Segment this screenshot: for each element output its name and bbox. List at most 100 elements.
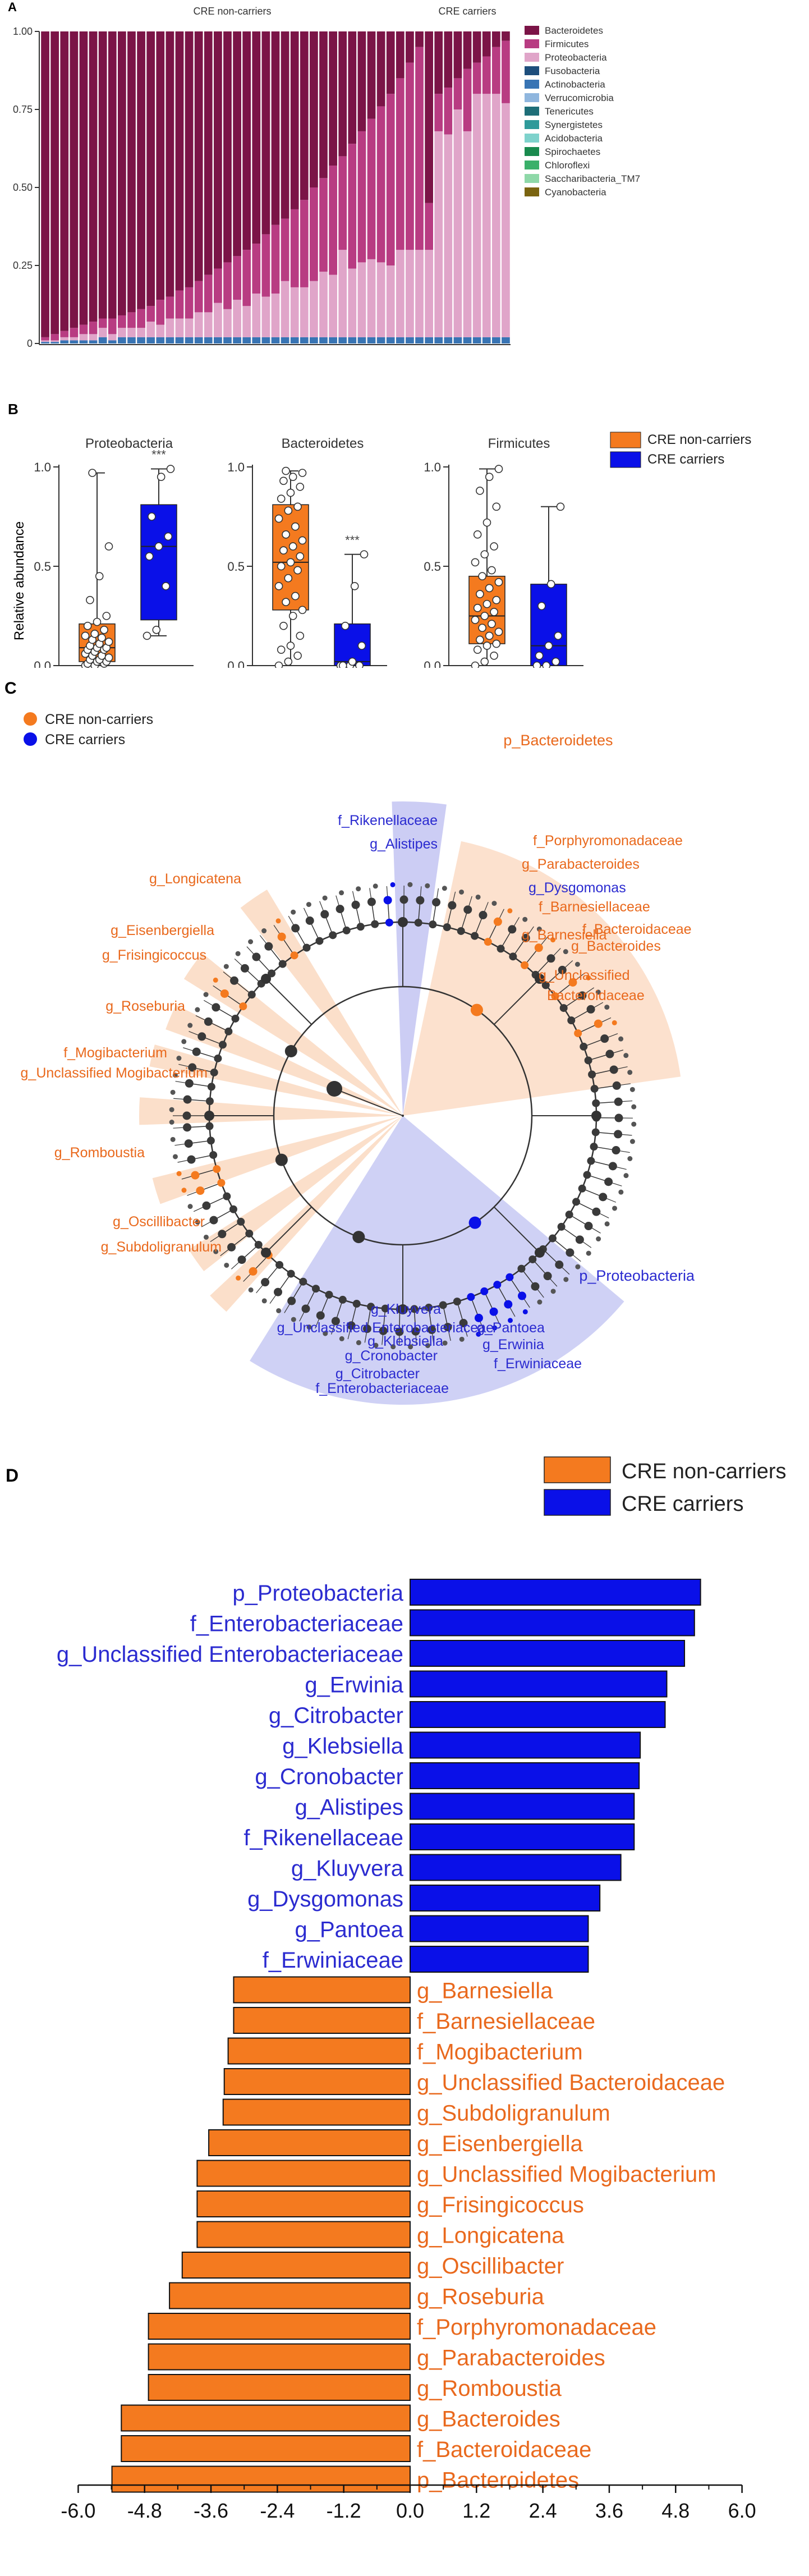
firmicutes-segment (300, 200, 309, 287)
other-segment (252, 337, 260, 343)
data-point (534, 662, 541, 668)
tree-node (416, 896, 424, 905)
tree-node (630, 1087, 635, 1092)
panel-label: C (4, 679, 17, 698)
proteobacteria-segment (99, 328, 107, 337)
proteobacteria-segment (300, 287, 309, 337)
data-point (299, 537, 306, 544)
tree-node (471, 1004, 483, 1016)
firmicutes-segment (291, 209, 299, 287)
firmicutes-segment (492, 47, 500, 94)
clade-label: g_Longicatena (149, 871, 241, 887)
tree-node (291, 910, 296, 915)
bar-label: g_Unclassified Mogibacterium (417, 2162, 716, 2187)
bacteroidetes-segment (482, 31, 491, 56)
other-segment (108, 340, 117, 343)
bacteroidetes-segment (89, 31, 98, 322)
tree-node (183, 1123, 191, 1131)
data-point (490, 608, 498, 616)
bar-label: p_Bacteroidetes (417, 2468, 579, 2493)
legend-swatch (525, 187, 539, 196)
tree-node (547, 954, 555, 962)
data-point (486, 473, 493, 480)
tree-node (384, 896, 392, 904)
tree-node (555, 1261, 563, 1269)
proteobacteria-segment (463, 131, 472, 337)
tree-node (623, 1173, 628, 1178)
tree-node (219, 1041, 227, 1049)
data-point (278, 563, 285, 570)
tree-node (327, 1081, 342, 1097)
bacteroidetes-segment (396, 31, 404, 78)
other-segment (118, 337, 126, 343)
bar-label: g_Unclassified Bacteroidaceae (417, 2070, 725, 2095)
tree-node (484, 938, 492, 946)
bacteroidetes-segment (338, 31, 347, 156)
firmicutes-segment (348, 144, 356, 268)
tree-node (563, 1277, 568, 1282)
proteobacteria-segment (233, 300, 241, 337)
other-segment (195, 337, 203, 343)
other-segment (492, 337, 500, 343)
proteobacteria-segment (329, 275, 337, 337)
other-segment (291, 337, 299, 343)
noncarrier-bar (233, 1977, 410, 2003)
tree-node (549, 1235, 557, 1243)
noncarrier-bar (197, 2222, 410, 2248)
firmicutes-segment (242, 250, 251, 306)
data-point (164, 533, 172, 540)
tree-node (522, 917, 527, 922)
data-point (282, 598, 289, 606)
tree-node (574, 1029, 582, 1037)
proteobacteria-segment (502, 103, 510, 337)
tree-node (302, 1304, 310, 1313)
data-point (474, 604, 481, 612)
tree-node (425, 883, 430, 888)
bacteroidetes-segment (425, 31, 433, 203)
legend-label: Proteobacteria (545, 52, 607, 63)
bacteroidetes-segment (387, 31, 395, 94)
firmicutes-segment (473, 63, 481, 94)
tree-node (236, 1276, 241, 1281)
other-segment (233, 337, 241, 343)
tree-node (594, 1020, 603, 1028)
tree-node (329, 931, 337, 939)
other-segment (146, 337, 155, 343)
clade-label: f_Bacteroidaceae (582, 922, 692, 937)
tree-node (204, 1017, 213, 1026)
bacteroidetes-segment (415, 31, 424, 47)
data-point (543, 662, 550, 668)
clade-label: f_Erwiniaceae (494, 1356, 582, 1372)
significance-marker: *** (151, 448, 166, 462)
clade-label: p_Bacteroidetes (503, 732, 613, 749)
data-point (294, 652, 301, 659)
legend-label: CRE non-carriers (622, 1460, 787, 1483)
tree-node (463, 905, 472, 914)
tree-node (241, 964, 249, 973)
data-point (86, 597, 94, 604)
firmicutes-segment (204, 275, 213, 313)
other-segment (473, 337, 481, 343)
other-segment (454, 337, 462, 343)
bacteroidetes-segment (291, 31, 299, 209)
other-segment (281, 337, 289, 343)
data-point (493, 597, 500, 604)
data-point (287, 642, 295, 649)
data-point (94, 618, 101, 626)
x-tick-label: -2.4 (260, 2499, 295, 2522)
tree-node (320, 910, 329, 919)
bar-label: g_Longicatena (417, 2224, 564, 2248)
proteobacteria-segment (146, 322, 155, 337)
data-point (289, 612, 297, 620)
proteobacteria-segment (137, 328, 145, 337)
data-point (488, 620, 495, 627)
tree-node (566, 1211, 573, 1218)
clade-label: g_Erwinia (482, 1337, 544, 1353)
data-point (548, 580, 555, 588)
y-tick-label: 0.0 (227, 659, 245, 668)
tree-node (336, 905, 344, 913)
bacteroidetes-segment (473, 31, 481, 63)
clade-label: Bacteroidaceae (547, 988, 645, 1003)
